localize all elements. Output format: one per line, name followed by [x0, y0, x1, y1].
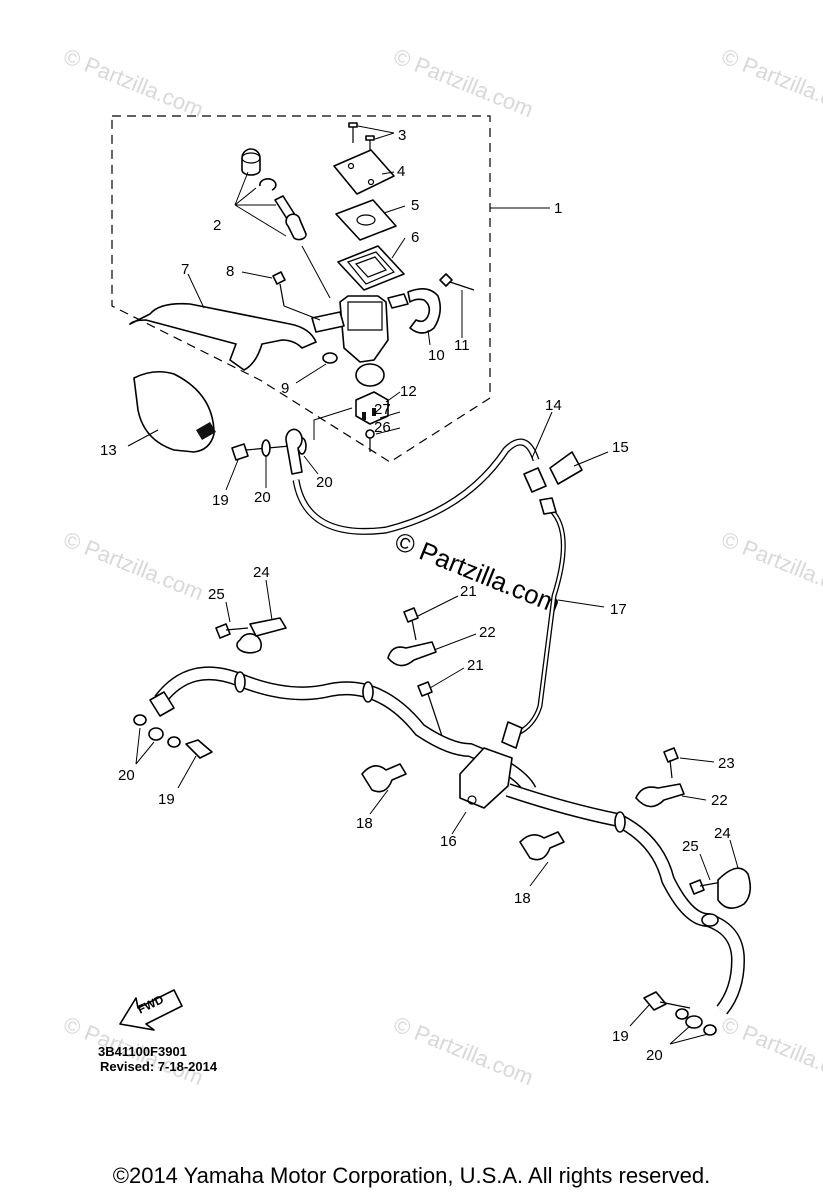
- callout-22: 22: [711, 792, 728, 809]
- revised-date: Revised: 7-18-2014: [100, 1059, 218, 1074]
- callout-18: 18: [356, 815, 373, 832]
- callout-16: 16: [440, 833, 457, 850]
- callout-20: 20: [254, 489, 271, 506]
- callout-17: 17: [610, 601, 627, 618]
- callout-27: 27: [374, 401, 391, 418]
- callout-labels: 1 2 3 4 5 6 7 8 9 10 11 12 13 14 15 16 1…: [100, 127, 735, 1064]
- right-upper-clamp: [635, 747, 715, 808]
- callout-15: 15: [612, 439, 629, 456]
- callout-22: 22: [479, 624, 496, 641]
- hose-clip-right: [519, 831, 565, 887]
- callout-19: 19: [612, 1028, 629, 1045]
- callout-12: 12: [400, 383, 417, 400]
- callout-20: 20: [118, 767, 135, 784]
- callout-6: 6: [411, 229, 419, 246]
- right-banjo-bolt: [629, 991, 717, 1045]
- callout-3: 3: [398, 127, 406, 144]
- center-watermark: © Partzilla.com: [391, 526, 565, 619]
- forward-arrow-icon: FWD: [119, 989, 183, 1031]
- watermark-text: © Partzilla.com: [390, 1011, 537, 1090]
- brake-junction: [451, 747, 513, 835]
- master-cylinder-assembly-boundary: [111, 115, 491, 463]
- diaphragm: [337, 237, 406, 291]
- piston-kit: [234, 148, 331, 299]
- callout-5: 5: [411, 197, 419, 214]
- pivot-nut: [295, 352, 338, 384]
- reservoir-cover: [333, 149, 395, 195]
- master-cylinder-body: [311, 293, 409, 387]
- brake-hose-upper: [285, 411, 553, 535]
- callout-4: 4: [397, 163, 405, 180]
- pivot-bolt: [241, 271, 321, 321]
- hose-clip: [549, 451, 609, 485]
- callout-11: 11: [454, 337, 470, 354]
- brake-lever: [129, 273, 317, 371]
- watermark-text: © Partzilla.com: [60, 43, 207, 122]
- watermark-text: © Partzilla.com: [718, 43, 823, 122]
- callout-20: 20: [646, 1047, 663, 1064]
- callout-9: 9: [281, 380, 289, 397]
- callout-20: 20: [316, 474, 333, 491]
- brake-switch: [355, 391, 401, 452]
- callout-2: 2: [213, 217, 221, 234]
- callout-19: 19: [158, 791, 175, 808]
- callout-14: 14: [545, 397, 562, 414]
- callout-10: 10: [428, 347, 445, 364]
- callout-1: 1: [554, 200, 562, 217]
- lever-guard: [127, 370, 216, 453]
- copyright-notice: ©2014 Yamaha Motor Corporation, U.S.A. A…: [112, 1163, 711, 1188]
- callout-21: 21: [460, 583, 477, 600]
- callout-21: 21: [467, 657, 484, 674]
- callout-13: 13: [100, 442, 117, 459]
- drawing-code: 3B41100F3901: [98, 1044, 187, 1059]
- brake-hose-left: [149, 666, 537, 794]
- callout-24: 24: [714, 825, 731, 842]
- brake-pipe: [501, 497, 605, 749]
- callout-8: 8: [226, 263, 234, 280]
- watermark-text: © Partzilla.com: [390, 43, 537, 122]
- hose-clip-center: [361, 763, 407, 815]
- left-banjo-bolt: [133, 714, 213, 789]
- callout-19: 19: [212, 492, 229, 509]
- callout-25: 25: [682, 838, 699, 855]
- cover-screws: [348, 122, 395, 154]
- junction-bolt: [417, 667, 465, 737]
- diaphragm-plate: [335, 199, 406, 241]
- callout-26: 26: [374, 419, 391, 436]
- watermark-text: © Partzilla.com: [718, 1011, 823, 1090]
- left-hose-clamp: [215, 579, 287, 654]
- handlebar-clamp: [407, 273, 475, 346]
- watermark-text: © Partzilla.com: [718, 526, 823, 605]
- callout-25: 25: [208, 586, 225, 603]
- callout-7: 7: [181, 261, 189, 278]
- brake-hose-right: [505, 783, 746, 1015]
- callout-23: 23: [718, 755, 735, 772]
- callout-18: 18: [514, 890, 531, 907]
- callout-24: 24: [253, 564, 270, 581]
- center-clamp: [387, 595, 477, 667]
- right-hose-clamp: [689, 839, 752, 909]
- watermark-text: © Partzilla.com: [60, 526, 207, 605]
